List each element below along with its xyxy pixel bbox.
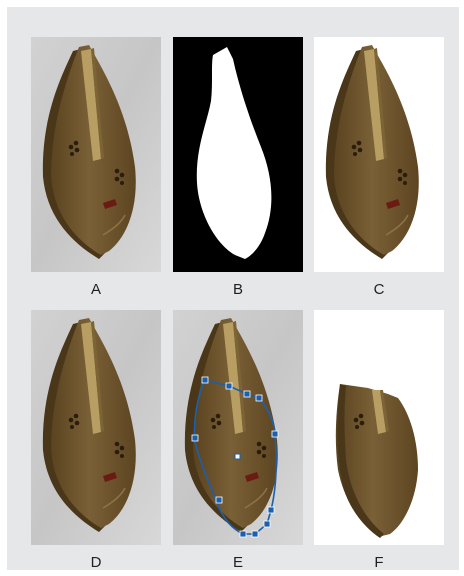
panel-b-mask	[173, 37, 303, 272]
panel-b-label: B	[173, 281, 303, 298]
panel-d-label: D	[31, 554, 161, 571]
panel-f-partial-cutout	[314, 310, 444, 545]
panel-c-label: C	[314, 281, 444, 298]
panel-a-photo	[31, 37, 161, 272]
panel-e-photo-with-path	[173, 310, 303, 545]
panel-a-label: A	[31, 281, 161, 298]
panel-d-photo	[31, 310, 161, 545]
panel-c-cutout	[314, 37, 444, 272]
panel-e-label: E	[173, 554, 303, 571]
panel-f-label: F	[314, 554, 444, 571]
center-point	[235, 454, 240, 459]
